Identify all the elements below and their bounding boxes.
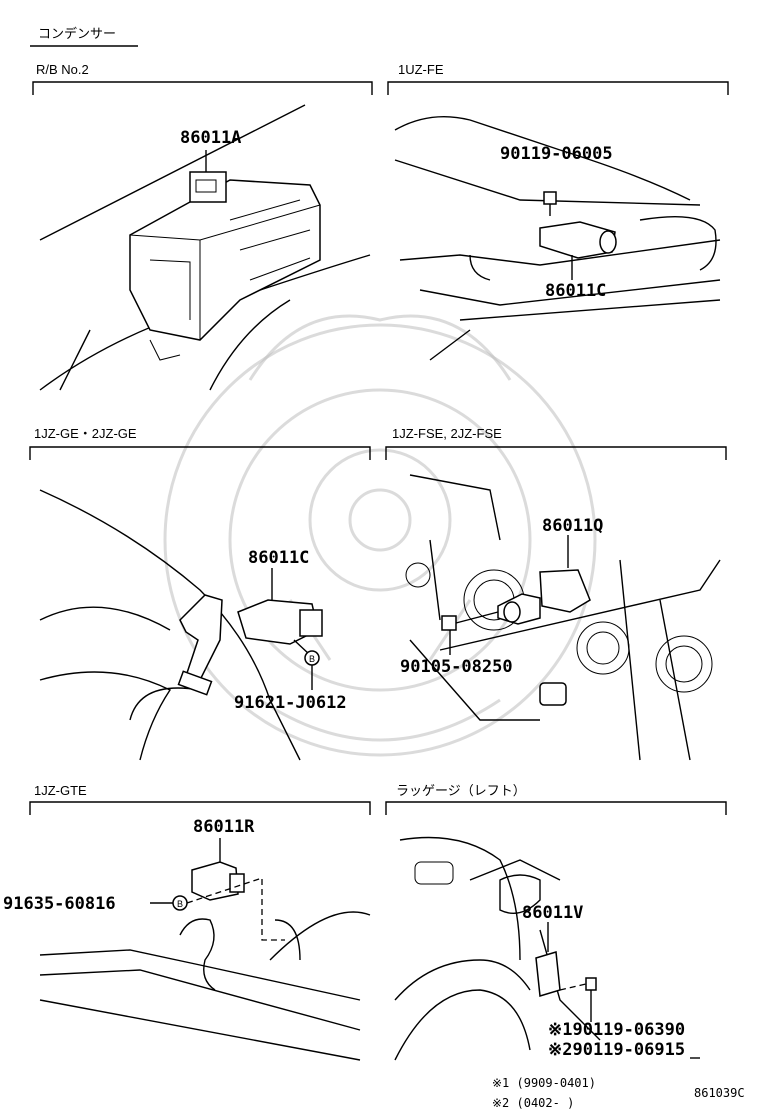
panel-title-luggage-left: ラッゲージ（レフト）	[396, 784, 526, 799]
panel-title-1jz-ge: 1JZ-GE・2JZ-GE	[34, 426, 137, 441]
panel-1uz-fe: 1UZ-FE 90119-06005 86011C	[387, 62, 729, 361]
note-1: ※1 (9909-0401)	[492, 1076, 596, 1090]
page-header: コンデンサー	[30, 26, 138, 47]
page-title: コンデンサー	[38, 26, 116, 42]
part-label-86011v: 86011V	[522, 903, 583, 923]
panel-1jz-fse-2jz-fse: 1JZ-FSE, 2JZ-FSE 86011Q 90105-08250	[385, 426, 727, 761]
footer-notes: ※1 (9909-0401) ※2 (0402- ) 861039C	[492, 1076, 745, 1110]
panel-title-rb-no2: R/B No.2	[36, 62, 89, 77]
panel-luggage-left: ラッゲージ（レフト） 86011V ※190119-06390 ※290119-…	[385, 784, 727, 1061]
callout-marker-b-1: B	[309, 654, 315, 664]
panel-rb-no2: R/B No.2 86011A	[32, 62, 373, 391]
panel-title-1jz-fse: 1JZ-FSE, 2JZ-FSE	[392, 426, 502, 441]
part-label-90119-06005: 90119-06005	[500, 144, 613, 164]
note-2: ※2 (0402- )	[492, 1096, 574, 1110]
panel-title-1jz-gte: 1JZ-GTE	[34, 783, 87, 798]
part-label-86011r: 86011R	[193, 817, 255, 837]
part-label-91635-60816: 91635-60816	[3, 894, 116, 914]
callout-marker-b-2: B	[177, 899, 183, 909]
part-label-91621-j0612: 91621-J0612	[234, 693, 347, 713]
watermark-emblem	[163, 314, 597, 757]
panel-1jz-ge-2jz-ge: 1JZ-GE・2JZ-GE B 86011C 91621-J0612	[29, 426, 371, 761]
part-label-86011c-1jz: 86011C	[248, 548, 309, 568]
figure-code: 861039C	[694, 1086, 745, 1100]
panel-title-1uz-fe: 1UZ-FE	[398, 62, 444, 77]
panel-1jz-gte: 1JZ-GTE B 86011R 91635-60816	[3, 783, 371, 1061]
part-label-86011c-1uz: 86011C	[545, 281, 606, 301]
part-label-86011a: 86011A	[180, 128, 241, 148]
part-label-86011q: 86011Q	[542, 516, 603, 536]
part-label-90119-06915: ※290119-06915	[548, 1040, 685, 1060]
part-label-90119-06390: ※190119-06390	[548, 1020, 685, 1040]
part-label-90105-08250: 90105-08250	[400, 657, 513, 677]
